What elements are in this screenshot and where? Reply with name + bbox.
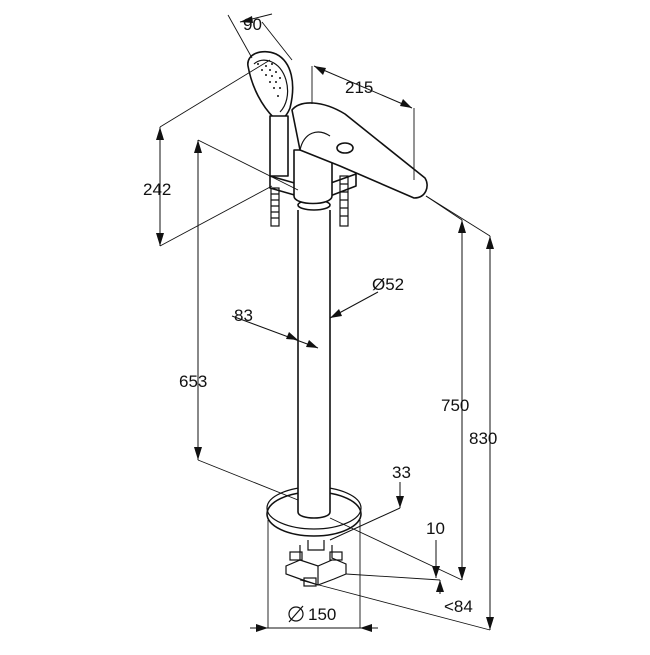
dim-label-150-group: 150 — [288, 605, 336, 624]
diameter-icon — [288, 606, 304, 622]
hand-shower — [247, 50, 294, 177]
dim-label-diameter-52: Ø52 — [372, 275, 404, 294]
mounting-bracket — [285, 540, 347, 587]
dim-label-lt-84: <84 — [444, 597, 473, 616]
dim-label-750: 750 — [441, 396, 469, 415]
dim-label-150: 150 — [308, 605, 336, 624]
spray-holes — [257, 63, 281, 97]
dim-label-215: 215 — [345, 78, 373, 97]
dim-label-653: 653 — [179, 372, 207, 391]
dimension-lines — [156, 13, 494, 632]
faucet-body — [247, 50, 428, 587]
extension-lines — [159, 14, 491, 631]
diameter-icon-slash — [288, 605, 304, 623]
connection-tails — [270, 175, 349, 227]
column — [297, 199, 331, 519]
dim-label-10: 10 — [426, 519, 445, 538]
dim-label-33: 33 — [392, 463, 411, 482]
spout — [291, 102, 428, 199]
dimension-labels: 90 215 242 Ø52 83 653 750 830 33 10 <84 … — [143, 15, 497, 624]
dim-label-83: 83 — [234, 306, 253, 325]
dim-label-242: 242 — [143, 180, 171, 199]
dim-label-830: 830 — [469, 429, 497, 448]
dim-label-90: 90 — [243, 15, 262, 34]
